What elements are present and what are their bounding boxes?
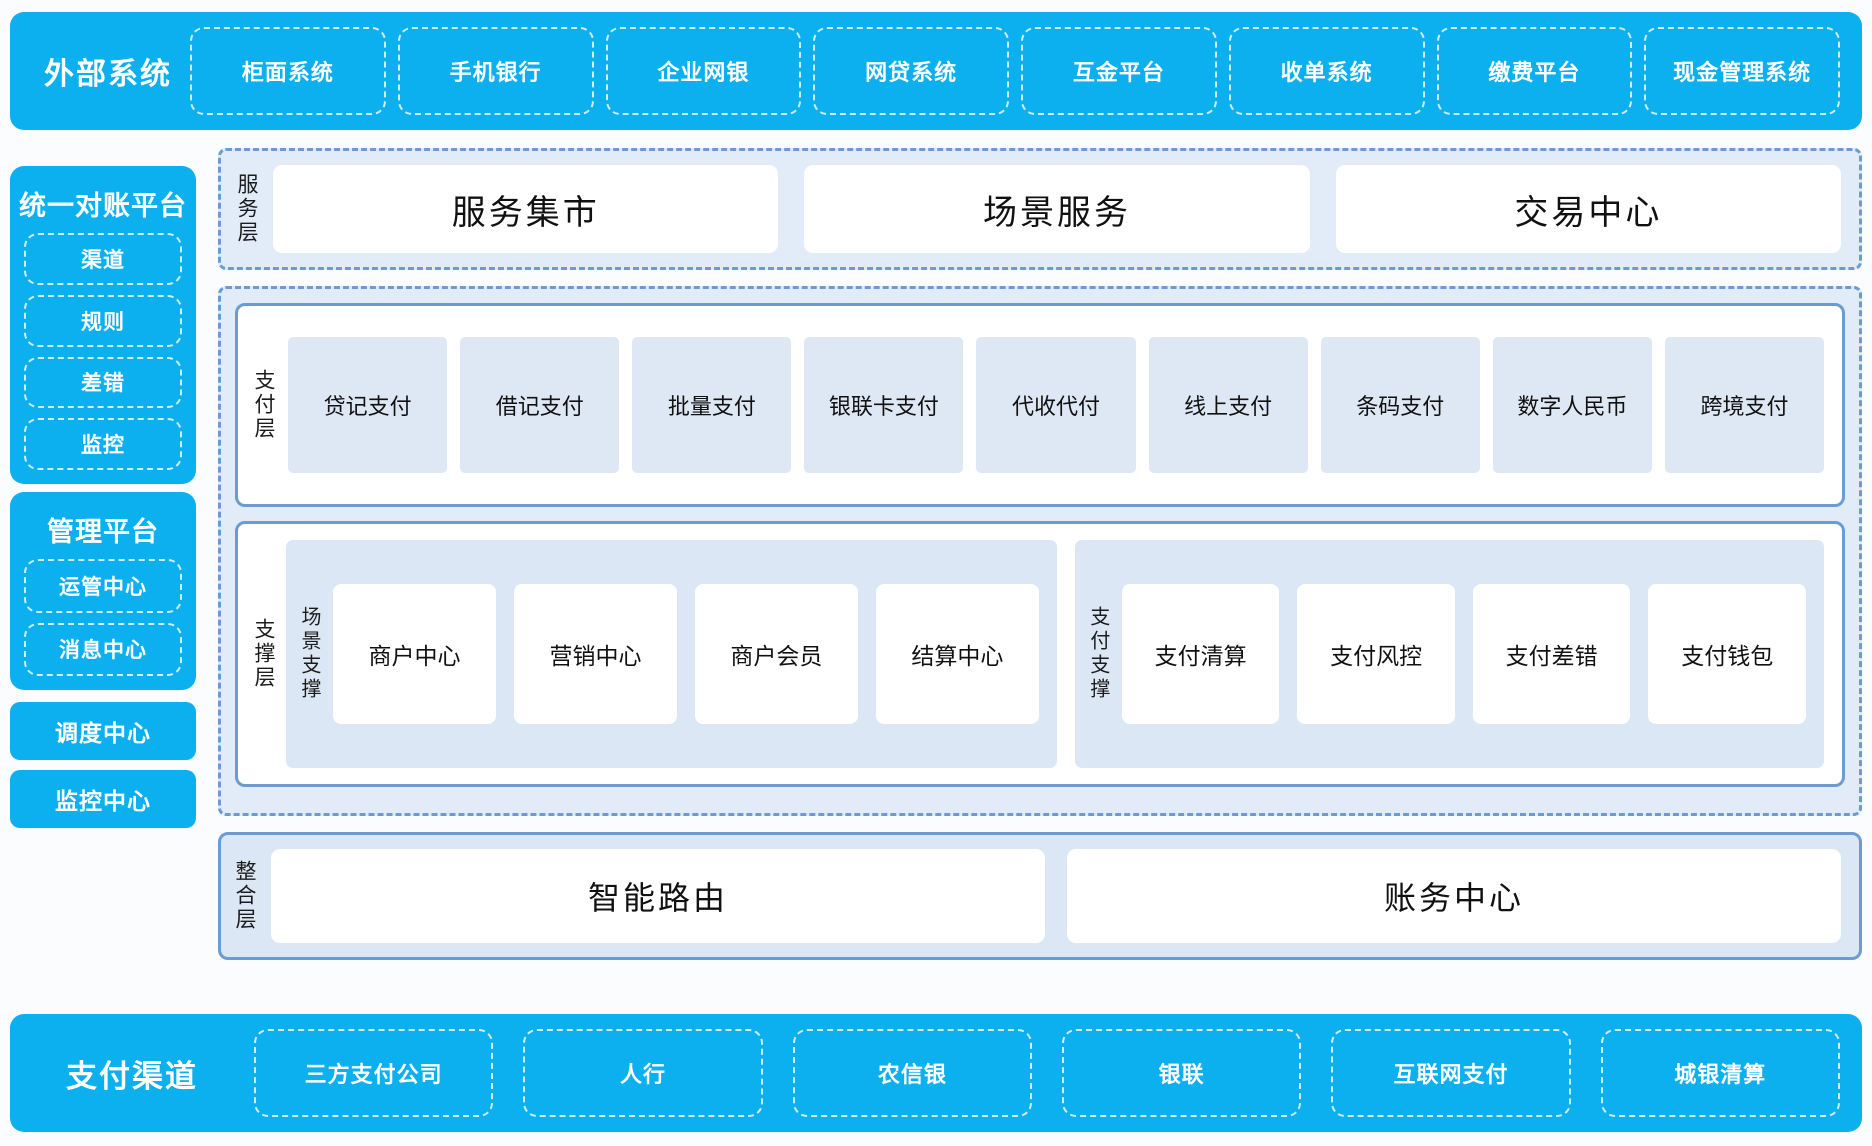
- integration-item-smart-routing[interactable]: 智能路由: [271, 849, 1046, 943]
- payment-item-debit[interactable]: 借记支付: [460, 337, 620, 473]
- payment-item-cross-border[interactable]: 跨境支付: [1664, 337, 1825, 473]
- payment-item-collection-payment[interactable]: 代收代付: [976, 337, 1136, 473]
- recon-item-error[interactable]: 差错: [24, 356, 182, 409]
- payment-item-credit[interactable]: 贷记支付: [288, 337, 448, 473]
- integration-layer-panel: 整合层 智能路由 账务中心: [218, 832, 1862, 960]
- scenario-support-items: 商户中心 营销中心 商户会员 结算中心: [333, 584, 1039, 724]
- monitor-center-card[interactable]: 监控中心: [10, 770, 196, 828]
- scenario-item-merchant-center[interactable]: 商户中心: [333, 584, 496, 724]
- external-systems-list: 柜面系统 手机银行 企业网银 网贷系统 互金平台 收单系统 缴费平台 现金管理系…: [190, 27, 1840, 115]
- scenario-item-merchant-member[interactable]: 商户会员: [694, 584, 858, 724]
- service-item-marketplace[interactable]: 服务集市: [273, 165, 779, 253]
- payment-support-item-error[interactable]: 支付差错: [1472, 584, 1631, 724]
- reconciliation-platform-title: 统一对账平台: [19, 191, 187, 221]
- core-platform-panel: 支付层 贷记支付 借记支付 批量支付 银联卡支付 代收代付 线上支付 条码支付 …: [218, 286, 1862, 816]
- payment-item-unionpay-card[interactable]: 银联卡支付: [804, 337, 964, 473]
- payment-item-batch[interactable]: 批量支付: [632, 337, 792, 473]
- reconciliation-platform-items: 渠道 规则 差错 监控: [10, 233, 196, 484]
- service-layer-items: 服务集市 场景服务 交易中心: [273, 165, 1841, 253]
- payment-layer-card: 支付层 贷记支付 借记支付 批量支付 银联卡支付 代收代付 线上支付 条码支付 …: [235, 303, 1845, 507]
- external-system-item[interactable]: 缴费平台: [1436, 27, 1633, 115]
- channel-item-ccc[interactable]: 城银清算: [1600, 1029, 1840, 1117]
- scenario-item-settlement-center[interactable]: 结算中心: [875, 584, 1039, 724]
- recon-item-channel[interactable]: 渠道: [24, 233, 182, 285]
- scenario-item-marketing-center[interactable]: 营销中心: [513, 584, 677, 724]
- channel-item-rcc[interactable]: 农信银: [792, 1029, 1032, 1117]
- support-layer-card: 支撑层 场景支撑 商户中心 营销中心 商户会员 结算中心 支付支撑: [235, 521, 1845, 787]
- service-item-transaction-center[interactable]: 交易中心: [1335, 165, 1841, 253]
- manage-item-message-center[interactable]: 消息中心: [24, 622, 182, 676]
- payment-channels-title: 支付渠道: [66, 1058, 198, 1094]
- management-platform-title: 管理平台: [47, 517, 159, 547]
- management-platform-items: 运管中心 消息中心: [10, 559, 196, 690]
- external-system-item[interactable]: 柜面系统: [190, 27, 386, 115]
- payment-item-online[interactable]: 线上支付: [1148, 337, 1308, 473]
- external-systems-bar: 外部系统 柜面系统 手机银行 企业网银 网贷系统 互金平台 收单系统 缴费平台 …: [10, 12, 1862, 130]
- dispatch-center-card[interactable]: 调度中心: [10, 702, 196, 760]
- external-system-item[interactable]: 互金平台: [1021, 27, 1217, 115]
- recon-item-rule[interactable]: 规则: [24, 294, 182, 347]
- manage-item-operations-center[interactable]: 运管中心: [24, 559, 182, 613]
- payment-item-barcode[interactable]: 条码支付: [1320, 337, 1480, 473]
- support-layer-label: 支撑层: [252, 618, 276, 690]
- external-system-item[interactable]: 现金管理系统: [1644, 27, 1840, 115]
- channel-item-internet-payment[interactable]: 互联网支付: [1331, 1029, 1571, 1117]
- external-systems-title: 外部系统: [44, 58, 172, 91]
- integration-layer-label: 整合层: [233, 860, 257, 932]
- external-system-item[interactable]: 手机银行: [397, 27, 594, 115]
- management-platform-card: 管理平台 运管中心 消息中心: [10, 492, 196, 690]
- external-system-item[interactable]: 收单系统: [1228, 27, 1425, 115]
- channel-item-pboc[interactable]: 人行: [523, 1029, 763, 1117]
- service-layer-label: 服务层: [235, 173, 259, 245]
- external-system-item[interactable]: 企业网银: [605, 27, 802, 115]
- payment-channels-bar: 支付渠道 三方支付公司 人行 农信银 银联 互联网支付 城银清算: [10, 1014, 1862, 1132]
- integration-item-accounting-center[interactable]: 账务中心: [1067, 849, 1842, 943]
- service-item-scenario[interactable]: 场景服务: [804, 165, 1310, 253]
- reconciliation-platform-card: 统一对账平台 渠道 规则 差错 监控: [10, 166, 196, 484]
- scenario-support-label: 场景支撑: [298, 606, 321, 702]
- recon-item-monitor[interactable]: 监控: [24, 418, 182, 470]
- payment-support-item-risk-control[interactable]: 支付风控: [1297, 584, 1455, 724]
- integration-layer-items: 智能路由 账务中心: [271, 849, 1842, 943]
- payment-layer-label: 支付层: [252, 369, 276, 441]
- payment-channels-list: 三方支付公司 人行 农信银 银联 互联网支付 城银清算: [254, 1029, 1840, 1117]
- support-layer-groups: 场景支撑 商户中心 营销中心 商户会员 结算中心 支付支撑 支付清算 支付风控: [286, 540, 1824, 768]
- payment-support-item-wallet[interactable]: 支付钱包: [1648, 584, 1806, 724]
- channel-item-unionpay[interactable]: 银联: [1061, 1029, 1302, 1117]
- payment-support-label: 支付支撑: [1086, 606, 1109, 702]
- payment-item-digital-rmb[interactable]: 数字人民币: [1492, 337, 1652, 473]
- payment-support-items: 支付清算 支付风控 支付差错 支付钱包: [1121, 584, 1806, 724]
- payment-support-item-clearing[interactable]: 支付清算: [1121, 584, 1280, 724]
- payment-layer-items: 贷记支付 借记支付 批量支付 银联卡支付 代收代付 线上支付 条码支付 数字人民…: [288, 337, 1825, 473]
- external-system-item[interactable]: 网贷系统: [813, 27, 1009, 115]
- service-layer-panel: 服务层 服务集市 场景服务 交易中心: [218, 148, 1862, 270]
- payment-support-group: 支付支撑 支付清算 支付风控 支付差错 支付钱包: [1074, 540, 1824, 768]
- channel-item-third-party[interactable]: 三方支付公司: [254, 1029, 494, 1117]
- scenario-support-group: 场景支撑 商户中心 营销中心 商户会员 结算中心: [286, 540, 1057, 768]
